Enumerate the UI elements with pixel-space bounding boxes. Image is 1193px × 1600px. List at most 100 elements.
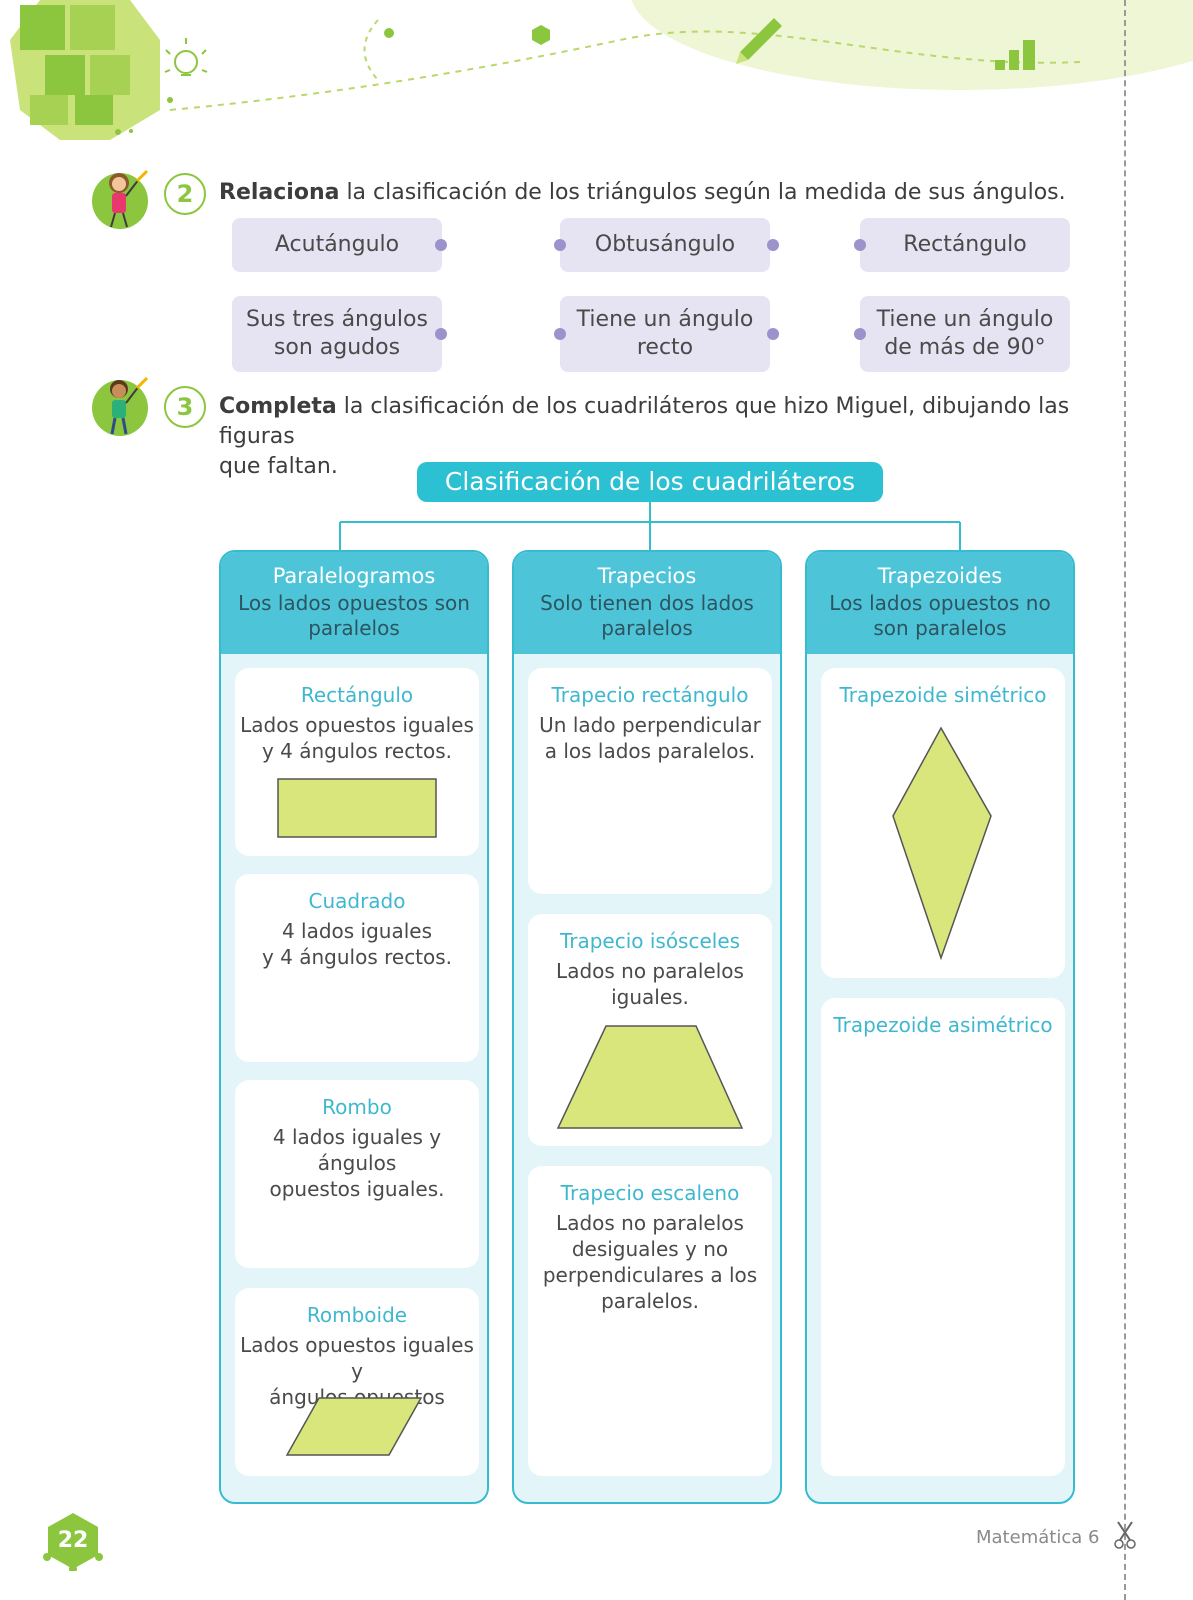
- card-scalene-trapezoid[interactable]: Trapecio escaleno Lados no paralelos des…: [528, 1166, 772, 1476]
- card-title: Rectángulo: [300, 683, 414, 707]
- card-title: Trapecio rectángulo: [551, 683, 749, 707]
- card-desc: Lados opuestos iguales: [240, 713, 474, 737]
- card-rhomboid: Romboide Lados opuestos iguales y ángulo…: [235, 1288, 479, 1476]
- card-title: Romboide: [306, 1303, 408, 1327]
- column-trapezoids-irregular: Trapezoides Los lados opuestos no son pa…: [805, 550, 1075, 1504]
- instruction-text: la clasificación de los triángulos según…: [339, 180, 1066, 205]
- exercise-number-2: 2: [164, 173, 206, 215]
- kite-shape: [892, 726, 992, 961]
- card-desc: Lados opuestos iguales y: [240, 1333, 474, 1383]
- column-title: Trapecios: [597, 564, 697, 588]
- connector-dot[interactable]: [767, 239, 779, 251]
- pill-line: recto: [636, 335, 694, 360]
- column-title: Paralelogramos: [272, 564, 436, 588]
- triangle-name-acute[interactable]: Acutángulo: [232, 218, 442, 272]
- card-desc: Lados no paralelos: [556, 1211, 744, 1235]
- card-title: Rombo: [322, 1095, 392, 1119]
- pill-line: de más de 90°: [884, 335, 1046, 360]
- cut-line: [1124, 0, 1126, 1600]
- instruction-verb: Completa: [219, 394, 337, 419]
- pill-label: Obtusángulo: [594, 232, 736, 257]
- pill-label: Sus tres ángulos son agudos: [246, 306, 428, 362]
- column-title: Trapezoides: [877, 564, 1003, 588]
- page-number: 22: [57, 1528, 89, 1553]
- diagram-connectors: [339, 502, 961, 552]
- header-blob: [631, 0, 1193, 90]
- connector-dot[interactable]: [854, 239, 866, 251]
- column-desc: Solo tienen dos lados: [540, 591, 754, 615]
- column-desc: paralelos: [308, 616, 400, 640]
- card-title: Trapezoide asimétrico: [833, 1013, 1053, 1037]
- card-desc: y 4 ángulos rectos.: [261, 739, 453, 763]
- column-header: Paralelogramos Los lados opuestos son pa…: [221, 552, 487, 654]
- cube-icon: [532, 25, 550, 45]
- card-desc: paralelos.: [601, 1289, 699, 1313]
- diagram-title: Clasificación de los cuadriláteros: [417, 462, 883, 502]
- rectangle-shape: [277, 778, 437, 838]
- pill-line: son agudos: [273, 335, 401, 360]
- connector-dot[interactable]: [435, 239, 447, 251]
- connector-dot[interactable]: [767, 328, 779, 340]
- card-desc: 4 lados iguales: [281, 919, 433, 943]
- bar-chart-icon: [995, 40, 1035, 70]
- card-desc: opuestos iguales.: [269, 1177, 445, 1201]
- exercise-3-instruction: Completa la clasificación de los cuadril…: [219, 392, 1099, 482]
- instruction-verb: Relaciona: [219, 180, 340, 205]
- card-isosceles-trapezoid: Trapecio isósceles Lados no paralelos ig…: [528, 914, 772, 1146]
- exercise-number-3: 3: [164, 386, 206, 428]
- column-desc: son paralelos: [873, 616, 1007, 640]
- card-title: Trapecio isósceles: [559, 929, 741, 953]
- card-desc: 4 lados iguales y ángulos: [272, 1125, 442, 1175]
- card-square[interactable]: Cuadrado 4 lados iguales y 4 ángulos rec…: [235, 874, 479, 1062]
- card-desc: perpendiculares a los: [542, 1263, 758, 1287]
- triangle-name-obtuse[interactable]: Obtusángulo: [560, 218, 770, 272]
- card-right-trapezoid[interactable]: Trapecio rectángulo Un lado perpendicula…: [528, 668, 772, 894]
- boy-avatar-icon: [92, 376, 149, 436]
- connector-dot[interactable]: [554, 328, 566, 340]
- column-header: Trapezoides Los lados opuestos no son pa…: [807, 552, 1073, 654]
- exercise-2-instruction: Relaciona la clasificación de los triáng…: [219, 178, 1099, 208]
- card-symmetric-trapezoid: Trapezoide simétrico: [821, 668, 1065, 978]
- card-desc: y 4 ángulos rectos.: [261, 945, 453, 969]
- pencil-icon: [736, 18, 782, 64]
- triangle-def-acute[interactable]: Sus tres ángulos son agudos: [232, 296, 442, 372]
- scissors-icon: [1114, 1521, 1136, 1549]
- card-desc: desiguales y no: [571, 1237, 729, 1261]
- column-parallelograms: Paralelogramos Los lados opuestos son pa…: [219, 550, 489, 1504]
- pill-line: Sus tres ángulos: [246, 307, 428, 332]
- column-header: Trapecios Solo tienen dos lados paralelo…: [514, 552, 780, 654]
- card-title: Trapecio escaleno: [560, 1181, 740, 1205]
- triangle-def-right[interactable]: Tiene un ángulo recto: [560, 296, 770, 372]
- page-number-badge: 22: [43, 1511, 103, 1573]
- card-title: Cuadrado: [308, 889, 406, 913]
- header-decoration: [10, 0, 1193, 140]
- girl-avatar-icon: [92, 169, 149, 229]
- pill-line: Tiene un ángulo: [876, 307, 1054, 332]
- column-desc: Los lados opuestos no: [829, 591, 1051, 615]
- column-trapezoids: Trapecios Solo tienen dos lados paralelo…: [512, 550, 782, 1504]
- triangle-def-obtuse[interactable]: Tiene un ángulo de más de 90°: [860, 296, 1070, 372]
- isosceles-trapezoid-shape: [556, 1025, 744, 1129]
- card-desc: Un lado perpendicular: [539, 713, 761, 737]
- card-rhombus[interactable]: Rombo 4 lados iguales y ángulos opuestos…: [235, 1080, 479, 1268]
- lightbulb-icon: [164, 38, 208, 76]
- card-desc: Lados no paralelos: [556, 959, 744, 983]
- card-title: Trapezoide simétrico: [839, 683, 1047, 707]
- rhomboid-shape: [285, 1397, 423, 1456]
- instruction-text: la clasificación de los cuadriláteros qu…: [219, 394, 1070, 449]
- card-desc: a los lados paralelos.: [544, 739, 756, 763]
- connector-dot[interactable]: [854, 328, 866, 340]
- pill-line: Tiene un ángulo: [576, 307, 754, 332]
- card-asymmetric-trapezoid[interactable]: Trapezoide asimétrico: [821, 998, 1065, 1476]
- book-title: Matemática 6: [976, 1527, 1100, 1548]
- connector-dot[interactable]: [435, 328, 447, 340]
- triangle-name-right[interactable]: Rectángulo: [860, 218, 1070, 272]
- column-desc: paralelos: [601, 616, 693, 640]
- card-rectangle: Rectángulo Lados opuestos iguales y 4 án…: [235, 668, 479, 856]
- card-desc: iguales.: [611, 985, 689, 1009]
- column-desc: Los lados opuestos son: [238, 591, 470, 615]
- pill-label: Rectángulo: [903, 232, 1027, 257]
- connector-dot[interactable]: [554, 239, 566, 251]
- instruction-text: que faltan.: [219, 454, 338, 479]
- cubes-icon: [10, 0, 160, 140]
